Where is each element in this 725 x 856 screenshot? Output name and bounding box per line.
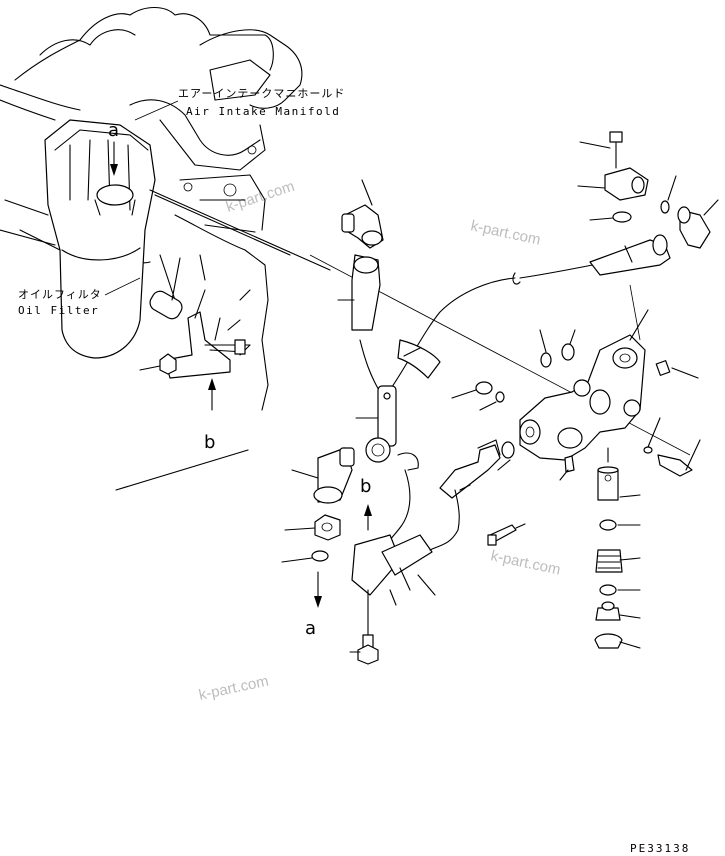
ref-a-arrow [110,164,118,176]
watermark-3: k-part.com [489,547,562,578]
engine-outline [0,6,303,411]
valve-block-assembly [429,131,719,649]
filter-label-en: Oil Filter [18,304,99,317]
hose-assembly [337,179,621,665]
ref-label-b-left: b [204,432,215,453]
drawing-code: PE33138 [630,842,690,855]
left-bracket-assembly [139,257,251,411]
watermark-4: k-part.com [197,673,270,704]
lower-left-fittings [281,447,355,608]
ref-label-a-top: a [108,120,119,141]
manifold-label-jp: エアーインテークマニホールド [178,87,345,100]
filter-label-jp: オイルフィルタ [18,288,102,301]
watermark-1: k-part.com [224,178,297,216]
watermark-2: k-part.com [469,217,542,248]
ref-label-a-bottom: a [305,618,316,639]
manifold-label-en: Air Intake Manifold [186,105,340,118]
ref-label-b-mid: b [360,476,371,497]
